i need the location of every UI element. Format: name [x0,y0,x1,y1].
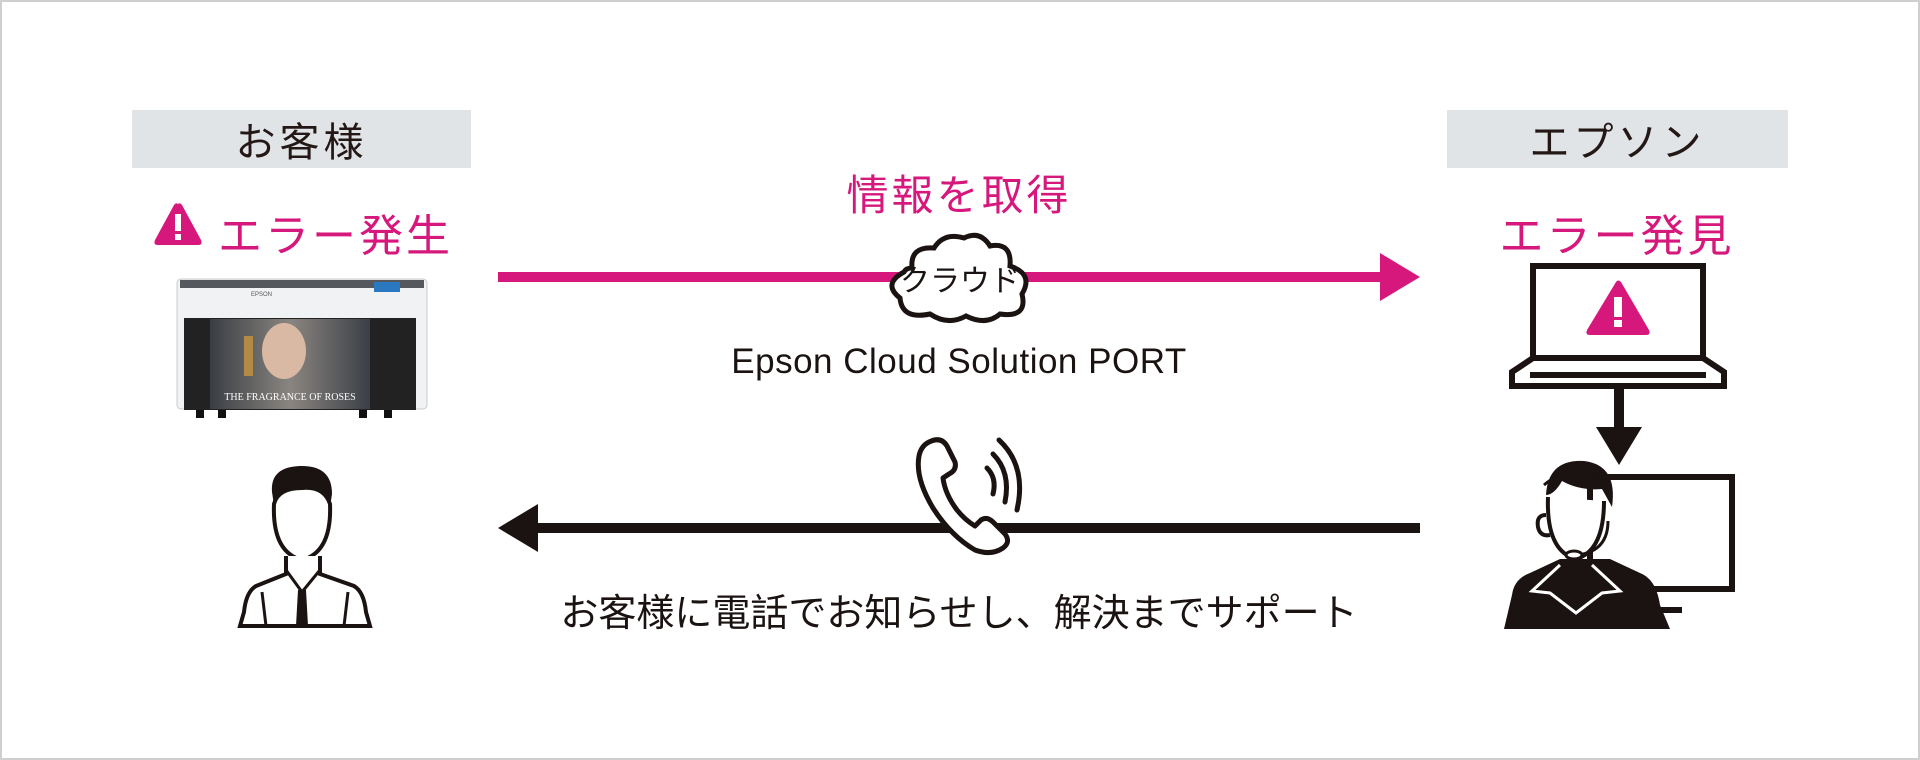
printer-brand: EPSON [251,292,272,298]
support-operator-icon [1504,460,1735,629]
printer-image: EPSON THE FRAGRANCE OF ROSES [176,278,428,418]
businessman-icon [237,465,373,628]
flow-top-title: 情報を取得 [846,172,1072,219]
customer-status: エラー発生 [218,212,453,261]
laptop-warning-icon [1509,263,1727,389]
epson-label: エプソン [1447,110,1788,168]
poster-caption: THE FRAGRANCE OF ROSES [224,392,355,403]
phone-ringing-icon [915,437,1023,556]
down-arrow [1596,389,1642,465]
cloud-label: クラウド [900,265,1020,298]
cloud-icon [889,232,1029,323]
epson-status: エラー発見 [1499,212,1735,261]
flow-bottom-caption: お客様に電話でお知らせし、解決までサポート [560,593,1358,635]
warning-triangle-icon [154,203,202,245]
customer-label: お客様 [132,110,471,168]
service-name: Epson Cloud Solution PORT [731,342,1187,381]
